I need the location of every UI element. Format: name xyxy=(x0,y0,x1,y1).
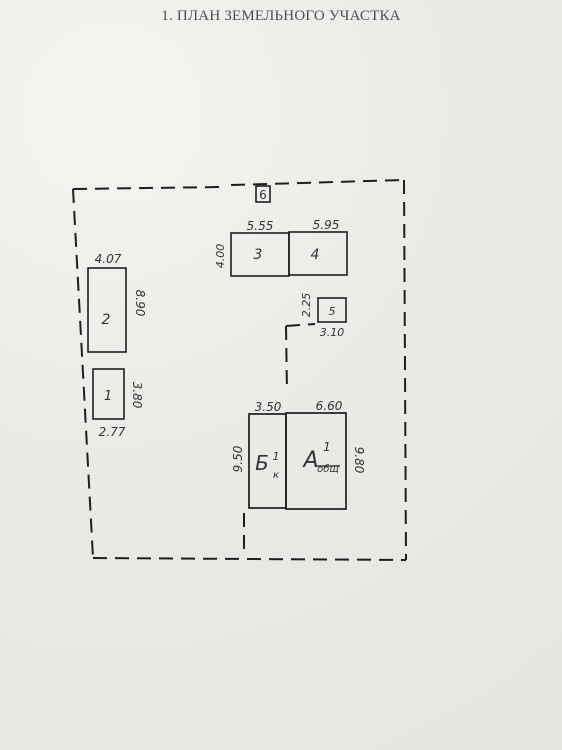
building-4-label: 4 xyxy=(311,247,320,263)
building-6 xyxy=(255,185,271,203)
house-a-label-sub: общ xyxy=(317,463,339,475)
boundary-right xyxy=(403,179,407,561)
building-3-width: 5.55 xyxy=(247,219,274,233)
building-4 xyxy=(288,231,348,276)
house-a-label-main: А xyxy=(301,448,318,473)
boundary-top-left xyxy=(72,186,224,190)
building-4-width: 5.95 xyxy=(313,218,340,232)
internal-fence-left xyxy=(285,325,288,393)
house-b-height: 9.50 xyxy=(231,445,245,472)
house-a-width: 6.60 xyxy=(316,399,343,413)
building-1-length: 3.80 xyxy=(130,382,144,409)
building-2-width: 4.07 xyxy=(95,252,122,266)
house-b-label: Б 1 к xyxy=(255,450,279,481)
house-b-label-sub: к xyxy=(273,470,279,481)
boundary-top-right xyxy=(230,179,405,186)
building-2-length: 8.90 xyxy=(133,290,147,317)
building-3-label: 3 xyxy=(254,247,263,263)
boundary-bottom xyxy=(92,557,407,561)
building-5-height: 2.25 xyxy=(300,293,313,318)
house-a-label-sup: 1 xyxy=(323,440,331,454)
building-1-width: 2.77 xyxy=(99,425,126,439)
building-6-label: 6 xyxy=(259,188,267,202)
building-3-height: 4.00 xyxy=(214,244,227,269)
house-b-label-sup: 1 xyxy=(273,450,280,463)
building-1 xyxy=(92,368,125,420)
house-a-label: А 1 общ xyxy=(301,440,340,475)
building-1-label: 1 xyxy=(104,389,112,404)
internal-fence-top xyxy=(285,323,316,327)
building-5-label: 5 xyxy=(329,305,336,318)
house-a-height: 9.80 xyxy=(352,447,366,474)
house-b-label-main: Б xyxy=(255,451,269,475)
house-b-width: 3.50 xyxy=(255,400,282,414)
building-5 xyxy=(317,297,347,323)
site-boundary xyxy=(72,179,407,561)
house-a xyxy=(285,412,347,510)
building-2 xyxy=(87,267,127,353)
boundary-left xyxy=(72,188,94,559)
building-2-label: 2 xyxy=(102,312,111,328)
page-title: 1. ПЛАН ЗЕМЕЛЬНОГО УЧАСТКА xyxy=(161,8,401,24)
building-5-width: 3.10 xyxy=(320,326,345,339)
